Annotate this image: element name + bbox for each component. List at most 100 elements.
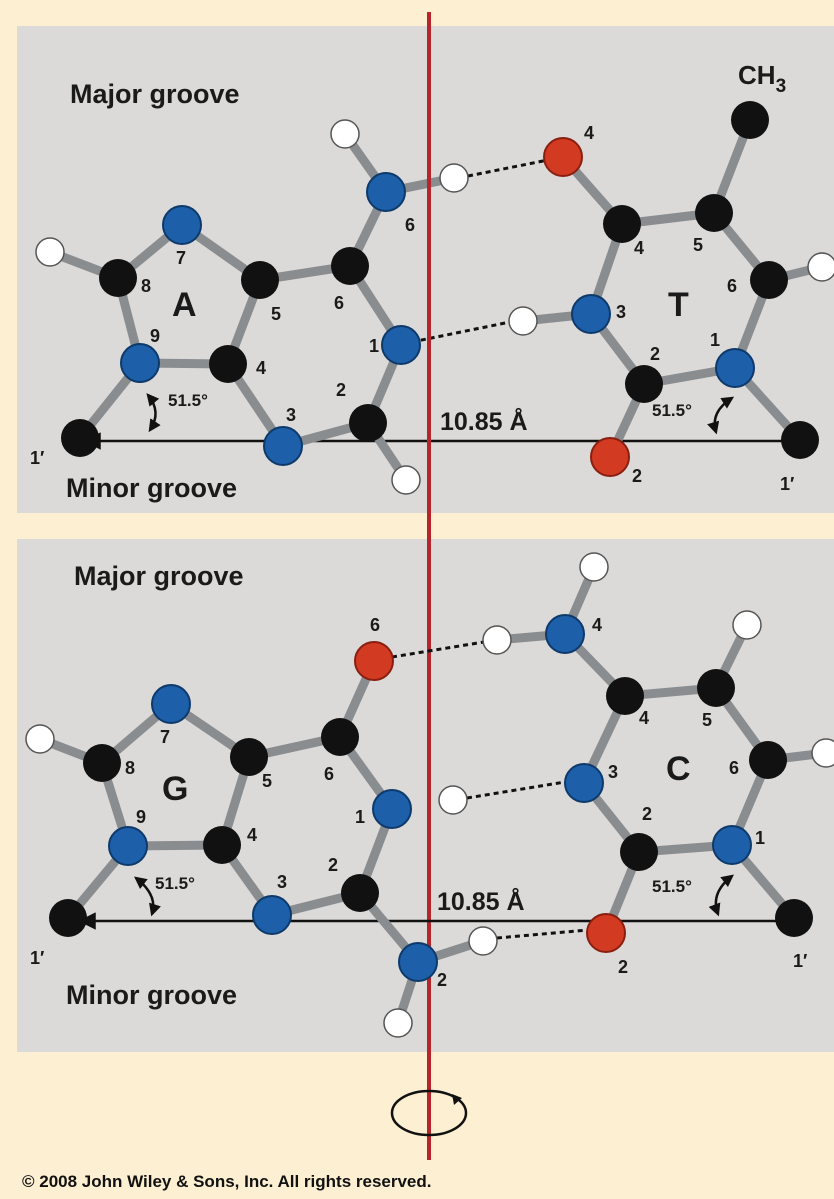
carbon-atom [697,669,735,707]
guanine-letter: G [162,770,188,808]
atom-number: 1 [369,336,379,356]
atom-number: 2 [618,957,628,977]
atom-number: 2 [437,970,447,990]
carbon-atom [606,677,644,715]
at-atoms [35,101,834,495]
hydrogen-atom [508,306,538,336]
carbon-atom [603,205,641,243]
hydrogen-atom [383,1008,413,1038]
atom-number: 3 [277,872,287,892]
at-bonds [45,115,827,485]
at-right-angle-label: 51.5° [652,401,692,420]
at-minor-groove-label: Minor groove [66,473,237,503]
methyl-group-label: CH3 [738,60,786,97]
atom-number: 1′ [30,948,44,968]
carbon-atom [230,738,268,776]
atom-number: 5 [702,710,712,730]
carbon-atom [781,421,819,459]
carbon-atom [49,899,87,937]
nitrogen-atom [120,343,160,383]
atom-number: 8 [141,276,151,296]
atom-number: 2 [336,380,346,400]
carbon-atom [203,826,241,864]
nitrogen-atom [571,294,611,334]
atom-number: 5 [693,235,703,255]
carbon-atom [99,259,137,297]
gc-right-angle-arc [708,874,734,917]
atom-number: 4 [592,615,602,635]
atom-number: 1 [755,828,765,848]
at-right-angle-arc [707,396,735,435]
nitrogen-atom [252,895,292,935]
atom-number: 4 [256,358,266,378]
gc-hydrogen-bonds [391,640,589,940]
nitrogen-atom [398,942,438,982]
nitrogen-atom [263,426,303,466]
carbon-atom [83,744,121,782]
nitrogen-atom [372,789,412,829]
carbon-atom [695,194,733,232]
at-base-pair: Major groove Minor groove A T 10.85 Å 51… [30,12,834,1160]
hydrogen-atom [35,237,65,267]
gc-major-groove-label: Major groove [74,561,244,591]
rotation-ellipse [390,1089,468,1137]
nitrogen-atom [108,826,148,866]
atom-number: 1 [355,807,365,827]
nitrogen-atom [366,172,406,212]
carbon-atom [731,101,769,139]
atom-number: 4 [584,123,594,143]
hydrogen-atom [25,724,55,754]
nitrogen-atom [564,763,604,803]
carbon-atom [341,874,379,912]
atom-number: 6 [729,758,739,778]
gc-atoms [25,552,834,1038]
oxygen-atom [543,137,583,177]
hydrogen-atom [732,610,762,640]
hydrogen-atom [468,926,498,956]
carbon-atom [750,261,788,299]
atom-number: 5 [271,304,281,324]
atom-number: 6 [334,293,344,313]
atom-number: 3 [286,405,296,425]
atom-number: 8 [125,758,135,778]
atom-number: 6 [370,615,380,635]
gc-distance-label: 10.85 Å [437,887,525,916]
atom-number: 1′ [793,951,807,971]
rotation-symbol [390,1089,468,1137]
atom-number: 3 [616,302,626,322]
thymine-letter: T [668,286,689,324]
methyl-ch: CH [738,60,776,90]
atom-number: 1′ [780,474,794,494]
nitrogen-atom [712,825,752,865]
nitrogen-atom [715,348,755,388]
carbon-atom [241,261,279,299]
gc-left-angle-label: 51.5° [155,874,195,893]
atom-number: 9 [150,326,160,346]
carbon-atom [620,833,658,871]
adenine-letter: A [172,286,197,324]
atom-number: 6 [324,764,334,784]
methyl-subscript: 3 [776,76,787,97]
atom-number: 4 [634,238,644,258]
carbon-atom [331,247,369,285]
gc-atom-numbers: 6 7 8 9 4 5 6 1 2 3 2 1′ 4 4 5 6 3 2 1 2… [30,615,807,990]
hydrogen-atom [482,625,512,655]
atom-number: 1 [710,330,720,350]
atom-number: 4 [639,708,649,728]
oxygen-atom [590,437,630,477]
at-left-angle-arc [146,393,161,433]
rotation-arrowhead [452,1094,462,1105]
cytosine-letter: C [666,750,691,788]
carbon-atom [61,419,99,457]
gc-left-angle-arc [134,876,161,917]
copyright-notice: © 2008 John Wiley & Sons, Inc. All right… [22,1172,432,1191]
atom-number: 3 [608,762,618,782]
oxygen-atom [586,913,626,953]
gc-base-pair: Major groove Minor groove G C 10.85 Å 51… [25,552,834,1038]
gc-right-angle-label: 51.5° [652,877,692,896]
atom-number: 4 [247,825,257,845]
hydrogen-atom [391,465,421,495]
atom-number: 2 [642,804,652,824]
carbon-atom [349,404,387,442]
